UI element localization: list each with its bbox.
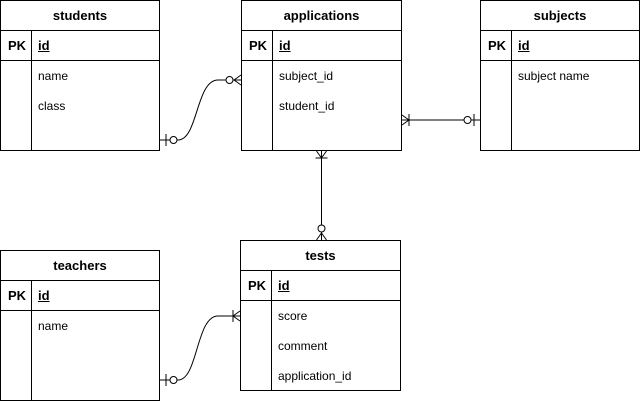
field-name: name — [38, 319, 69, 333]
pk-field-name: id — [279, 38, 291, 53]
teachers-tests-relationship — [160, 310, 241, 386]
pk-field-name: id — [278, 278, 290, 293]
pk-label: PK — [249, 38, 268, 53]
students-applications-relationship — [160, 74, 242, 146]
pk-row: PK id — [1, 31, 159, 61]
pk-label: PK — [248, 278, 267, 293]
applications-table[interactable]: applications PK id subject_id student_id — [241, 0, 402, 151]
column-divider — [511, 31, 512, 150]
pk-field-name: id — [518, 38, 530, 53]
table-title: subjects — [481, 1, 639, 31]
pk-row: PK id — [481, 31, 639, 61]
table-title: applications — [242, 1, 401, 31]
teachers-table[interactable]: teachers PK id name — [0, 250, 160, 401]
pk-field-name: id — [38, 288, 50, 303]
column-divider — [272, 31, 273, 150]
field-score: score — [278, 309, 308, 323]
pk-row: PK id — [241, 271, 400, 301]
tests-applications-relationship — [315, 150, 328, 241]
tests-table[interactable]: tests PK id score comment application_id — [240, 240, 401, 391]
column-divider — [271, 271, 272, 390]
subjects-applications-relationship — [401, 114, 480, 126]
pk-label: PK — [8, 288, 27, 303]
column-divider — [31, 31, 32, 150]
field-name: name — [38, 69, 69, 83]
table-title: teachers — [1, 251, 159, 281]
field-subject-name: subject name — [518, 69, 590, 83]
pk-label: PK — [8, 38, 27, 53]
pk-label: PK — [488, 38, 507, 53]
students-table[interactable]: students PK id name class — [0, 0, 160, 151]
pk-row: PK id — [1, 281, 159, 311]
field-class: class — [38, 99, 66, 113]
field-comment: comment — [278, 339, 328, 353]
table-title: students — [1, 1, 159, 31]
subjects-table[interactable]: subjects PK id subject name — [480, 0, 640, 151]
field-student-id: student_id — [279, 99, 335, 113]
column-divider — [31, 281, 32, 400]
pk-field-name: id — [38, 38, 50, 53]
pk-row: PK id — [242, 31, 401, 61]
table-title: tests — [241, 241, 400, 271]
field-application-id: application_id — [278, 369, 352, 383]
field-subject-id: subject_id — [279, 69, 334, 83]
